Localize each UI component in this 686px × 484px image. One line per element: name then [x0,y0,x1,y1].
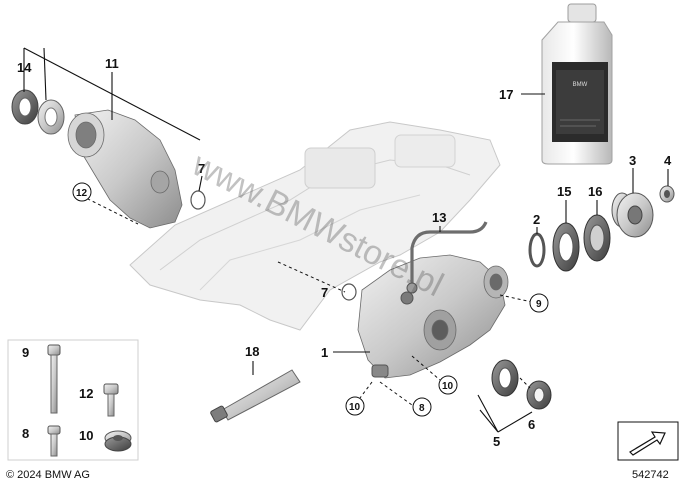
callout-15: 15 [557,184,571,199]
callout-7-lower: 7 [321,285,328,300]
legend-label-10: 10 [79,428,93,443]
callout-8: 8 [419,403,425,414]
callout-10-left: 10 [349,402,361,413]
legend-label-8: 8 [22,426,29,441]
callout-7-upper: 7 [198,161,205,176]
copyright-text: © 2024 BMW AG [6,469,90,481]
ring-part-2 [528,232,546,268]
cover-part-6 [526,380,552,410]
oil-pan-ghost [129,121,501,331]
callout-4: 4 [664,153,672,168]
bolt-12-icon [103,383,119,417]
seal-part-16 [583,214,611,262]
plug-10-icon [104,430,132,452]
orientation-arrow-icon [617,421,679,461]
fastener-legend: 9 12 8 10 [7,339,139,461]
nut-part-4 [659,185,675,203]
oil-bottle-part-17: BMW [541,3,613,165]
callout-14: 14 [17,60,32,75]
callout-3: 3 [629,153,636,168]
callout-18: 18 [245,344,259,359]
callout-17: 17 [499,87,513,102]
callout-2: 2 [533,212,540,227]
o-ring-upper [190,190,206,210]
bolt-8-icon [47,425,61,457]
legend-label-9: 9 [22,345,29,360]
seal-part-14 [11,89,39,125]
flange-part-3 [611,192,654,238]
callout-10-right: 10 [442,381,454,392]
callout-16: 16 [588,184,602,199]
callout-11: 11 [105,56,119,71]
callout-13: 13 [432,210,446,225]
bottle-label: BMW [573,82,588,88]
bearing-part [37,99,65,135]
vent-pipe-part-13 [410,221,488,285]
seal-part-15 [552,222,580,272]
o-ring-lower [341,283,357,301]
callouts: 14 11 12 7 13 17 3 4 2 15 16 9 7 1 18 10… [17,56,672,449]
callout-6: 6 [528,417,535,432]
callout-12: 12 [76,188,88,199]
legend-label-12: 12 [79,386,93,401]
callout-9: 9 [536,299,542,310]
seal-part-5 [491,359,519,397]
diagram-id: 542742 [632,469,669,481]
sealant-tube-part-18 [210,369,301,423]
bracket-part-11 [67,109,183,229]
bolt-9-icon [47,344,61,414]
leader-lines [23,47,669,433]
differential-housing-part-1 [357,254,509,379]
callout-1: 1 [321,345,328,360]
callout-5: 5 [493,434,500,449]
